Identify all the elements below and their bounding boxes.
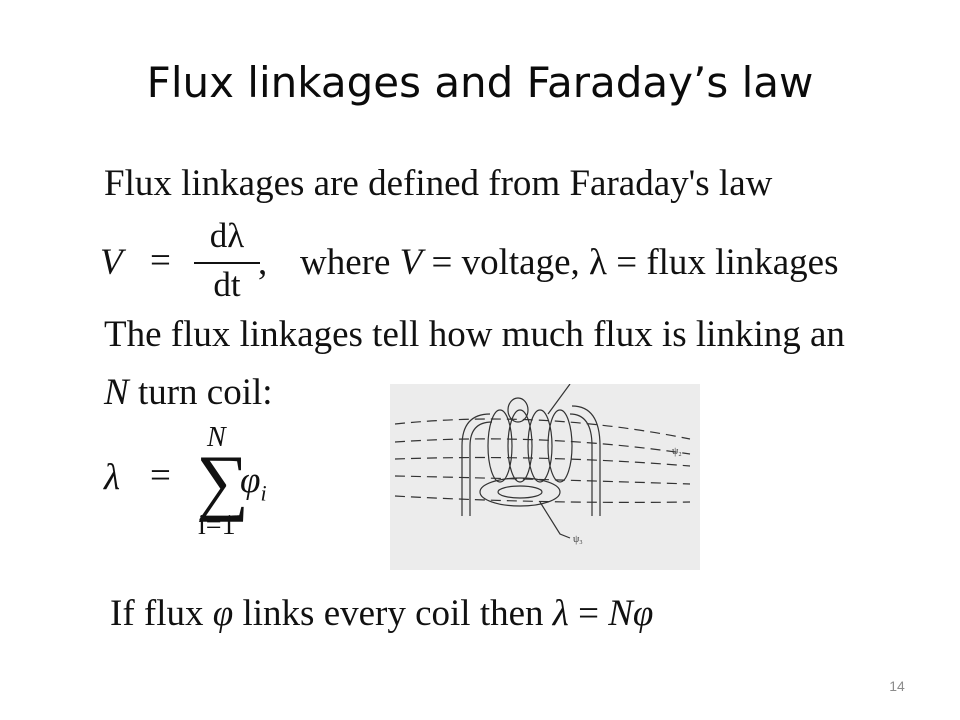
conclusion-part2: links every coil then (233, 593, 553, 634)
eq2-equals: = (150, 455, 171, 496)
coil-diagram-image: ψ₂ ψ₃ (394, 383, 691, 545)
where-var: V (399, 242, 423, 283)
eq1-where: where V = voltage, λ = flux linkages (300, 241, 838, 284)
eq1-comma: , (258, 242, 268, 283)
eq1-equals: = (150, 240, 171, 281)
intro-text: Flux linkages are defined from Faraday's… (104, 163, 773, 204)
eq2-subscript: i (260, 480, 267, 506)
where-rest: = voltage, λ = flux linkages (422, 242, 839, 283)
page-number: 14 (889, 678, 905, 694)
eq2-upper-limit: N (207, 422, 226, 453)
conclusion-line: If flux φ links every coil then λ = Nφ (110, 592, 653, 635)
eq1-lhs: V (100, 242, 123, 283)
sum-sign: ∑ (196, 441, 249, 523)
figure-label-psi3: ψ₃ (573, 534, 583, 545)
conclusion-part1: If flux (110, 593, 213, 634)
conclusion-rhs: Nφ (608, 593, 654, 634)
statement-rest: turn coil: (128, 372, 273, 413)
eq1-denominator: dt (213, 265, 241, 304)
eq1-fraction-bar (194, 262, 260, 264)
eq2-lower-limit: i=1 (198, 510, 236, 541)
eq2-term: φi (240, 459, 267, 506)
where-prefix: where (300, 242, 400, 283)
conclusion-lambda: λ (552, 593, 569, 634)
statement-line-2: N turn coil: (104, 371, 273, 414)
eq1-numerator: dλ (209, 216, 245, 255)
eq2-phi: φ (240, 460, 261, 501)
conclusion-equals: = (568, 593, 609, 634)
statement-line-1: The flux linkages tell how much flux is … (104, 314, 845, 355)
statement-var-n: N (104, 372, 129, 413)
figure-label-psi2: ψ₂ (672, 446, 682, 457)
eq2-lhs: λ (104, 457, 121, 498)
slide-title: Flux linkages and Faraday’s law (146, 58, 814, 107)
coil-figure: ψ₂ ψ₃ (390, 383, 700, 570)
conclusion-phi: φ (212, 593, 234, 634)
